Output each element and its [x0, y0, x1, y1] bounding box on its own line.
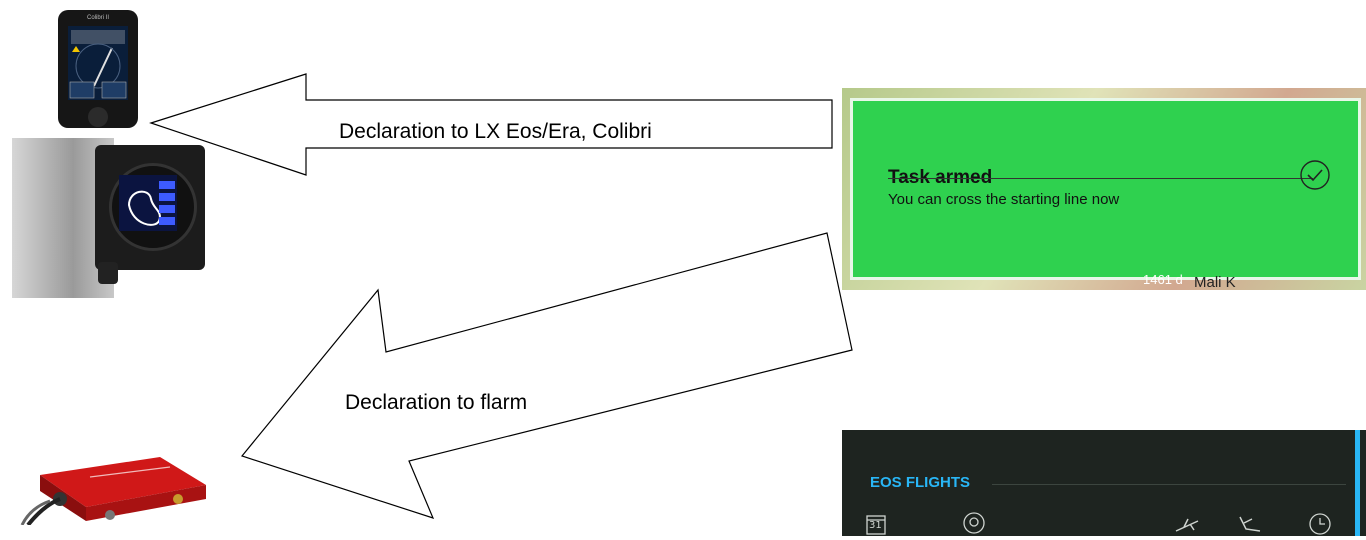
- colibri-screen: [68, 26, 128, 100]
- eos-screen-graphic: [127, 181, 175, 226]
- eos-instrument-face: [95, 145, 205, 270]
- landing-icon[interactable]: [1236, 513, 1262, 535]
- task-armed-screenshot: [842, 88, 1366, 290]
- check-circle-icon: [1300, 160, 1330, 190]
- flarm-device-graphic: [20, 457, 206, 527]
- arrow-to-flarm: [240, 232, 853, 519]
- clock-icon[interactable]: [1308, 512, 1332, 536]
- task-map-label: Mali K: [1194, 274, 1236, 291]
- colibri-title-text: Colibri II: [86, 15, 109, 21]
- task-title-divider: [888, 178, 1313, 179]
- eos-flights-screenshot: [842, 430, 1366, 536]
- arrow-label-eos-era-colibri: Declaration to LX Eos/Era, Colibri: [339, 120, 652, 143]
- colibri-display-graphic: [69, 30, 127, 99]
- eos-flights-divider: [992, 484, 1346, 485]
- arrow-label-flarm: Declaration to flarm: [345, 391, 528, 414]
- flarm-device-image: [20, 455, 210, 527]
- calendar-icon[interactable]: 31: [866, 513, 886, 535]
- task-map-number: 1461 d: [1143, 272, 1183, 287]
- pilot-icon[interactable]: [962, 511, 986, 535]
- calendar-day: 31: [869, 520, 882, 531]
- colibri-device-image: Colibri II: [58, 10, 138, 128]
- task-armed-card: [850, 98, 1361, 280]
- eos-instrument-screen: [119, 175, 177, 231]
- eos-flights-title: EOS FLIGHTS: [870, 474, 971, 491]
- takeoff-icon[interactable]: [1174, 515, 1200, 535]
- arrow-to-eos-era-colibri: [149, 73, 833, 176]
- eos-flights-scrollbar[interactable]: [1355, 430, 1360, 536]
- eos-instrument-knob: [98, 262, 118, 284]
- task-armed-message: You can cross the starting line now: [888, 191, 1120, 208]
- task-armed-title: Task armed: [888, 167, 993, 188]
- colibri-dpad: [88, 107, 108, 127]
